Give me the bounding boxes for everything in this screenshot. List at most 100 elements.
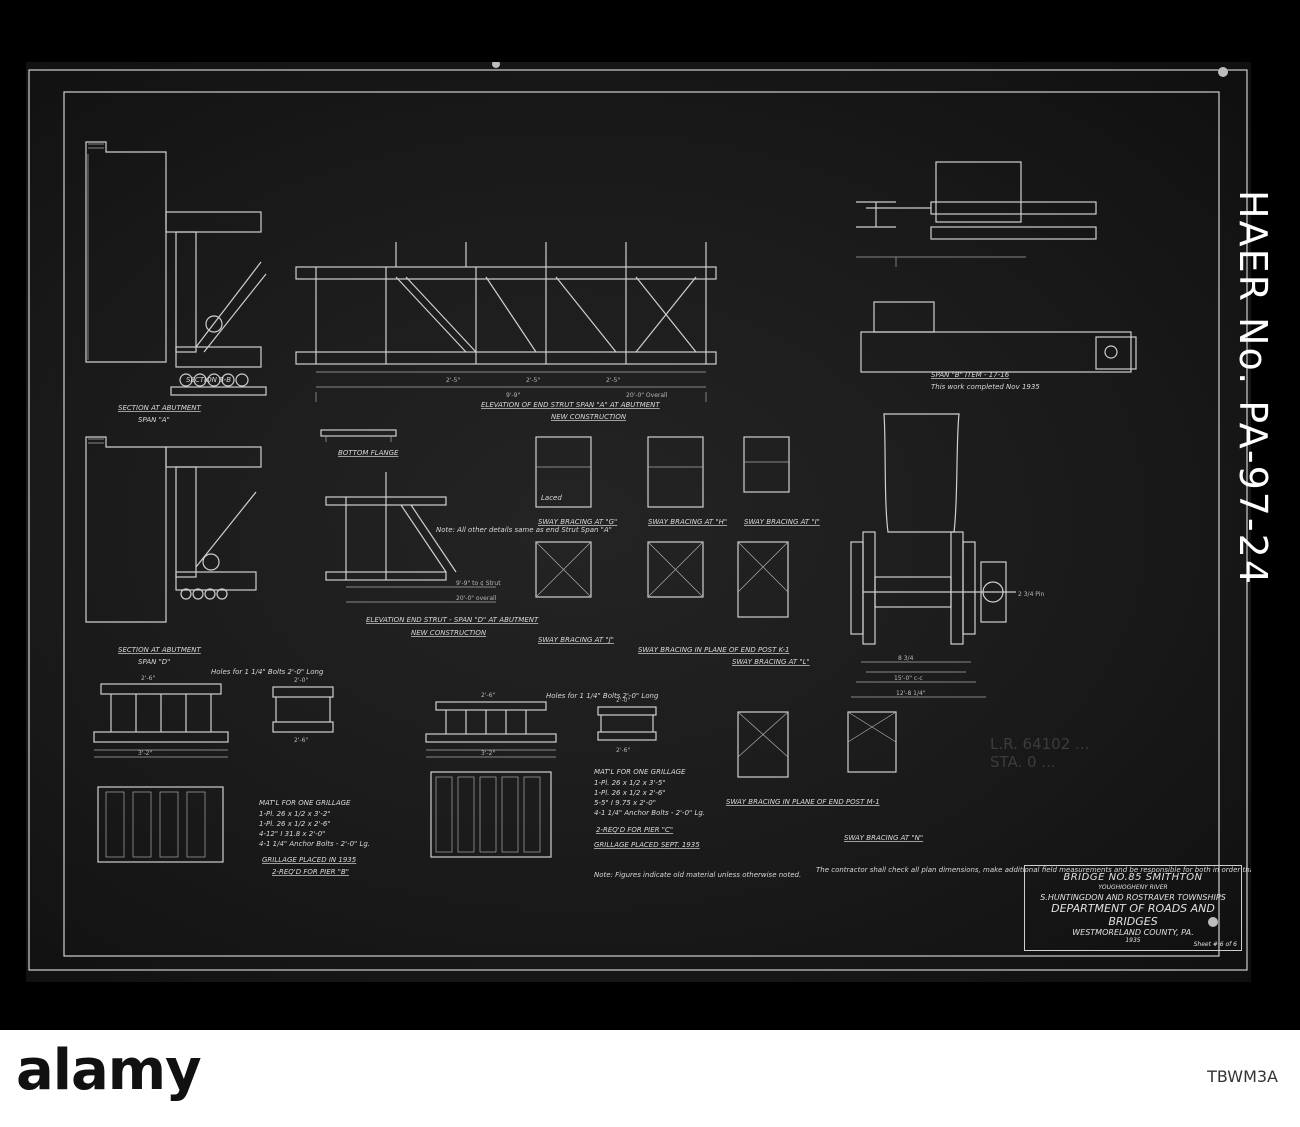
grillage-c-line-4: 4-1 1/4" Anchor Bolts - 2'-0" Lg. (594, 809, 705, 817)
grillage-b-placed: GRILLAGE PLACED IN 1935 (262, 856, 357, 864)
elevation-end-strut-span-a: 2'-5" 2'-5" 2'-5" 9'-9" 20'-0" Overall E… (295, 242, 717, 421)
span-b-detail: SPAN "B" ITEM - 17-16 This work complete… (856, 161, 1137, 391)
sway-j-label: SWAY BRACING AT "J" (538, 636, 614, 644)
sway-m-label: SWAY BRACING IN PLANE OF END POST M-1 (726, 798, 880, 806)
holes-note-1: Holes for 1 1/4" Bolts 2'-0" Long (211, 668, 324, 676)
sway-l-label: SWAY BRACING AT "L" (732, 658, 810, 666)
svg-text:2'-5": 2'-5" (606, 377, 620, 384)
elevation-span-d-label: ELEVATION END STRUT - SPAN "D" AT ABUTME… (366, 616, 539, 624)
section-abutment-span-a: SECTION B-B SECTION AT ABUTMENT SPAN "A" (85, 141, 267, 424)
sway-bracing-k: SWAY BRACING IN PLANE OF END POST K-1 (638, 541, 790, 654)
section-b-b-label: SECTION B-B (186, 376, 231, 384)
sway-k-label: SWAY BRACING IN PLANE OF END POST K-1 (638, 646, 790, 654)
sway-n-label: SWAY BRACING AT "N" (844, 834, 923, 842)
sway-bracing-l: SWAY BRACING AT "L" (732, 541, 810, 666)
title-townships: S.HUNTINGDON AND ROSTRAVER TOWNSHIPS (1040, 893, 1226, 902)
grillage-b-line-3: 4-12" I 31.8 x 2'-0" (259, 830, 325, 838)
tack (1218, 67, 1228, 77)
grillage-c-line-1: 1-Pl. 26 x 1/2 x 3'-5" (594, 779, 666, 787)
svg-text:2'-6": 2'-6" (141, 675, 155, 682)
sway-bracing-n: SWAY BRACING AT "N" (844, 711, 923, 842)
blueprint-sheet: SECTION B-B SECTION AT ABUTMENT SPAN "A" (26, 62, 1251, 982)
title-river: YOUGHIOGHENY RIVER (1098, 884, 1168, 891)
haer-number: HAER No. PA-97-24 (1231, 190, 1275, 587)
svg-text:9'-9": 9'-9" (506, 392, 520, 399)
grillage-pier-c: 2'-6" 3'-2" 2'-0" 2'-6" Holes for 1 1/4"… (425, 692, 801, 879)
section-abutment-a-label: SECTION AT ABUTMENT (118, 404, 202, 412)
svg-text:9'-9" to ¢ Strut: 9'-9" to ¢ Strut (456, 580, 501, 587)
pin-connection-detail: 8 3/4 15'-0" c-c 12'-8 1/4" 2 3/4 Pin (850, 413, 1044, 698)
note-contractor: The contractor shall check all plan dime… (816, 866, 1251, 874)
svg-text:20'-0" overall: 20'-0" overall (456, 595, 497, 602)
sway-bracing-i: SWAY BRACING AT "I" (743, 436, 820, 526)
svg-text:15'-0" c-c: 15'-0" c-c (894, 675, 923, 682)
svg-text:2'-6": 2'-6" (481, 692, 495, 699)
grillage-b-reqd: 2-REQ'D FOR PIER "B" (272, 868, 349, 876)
laced-label: Laced (541, 494, 562, 502)
section-abutment-span-d: SECTION AT ABUTMENT SPAN "D" (85, 436, 262, 666)
svg-text:2'-6": 2'-6" (616, 747, 630, 754)
stock-footer: alamy TBWM3A (0, 1030, 1300, 1127)
grillage-c-matl: MAT'L FOR ONE GRILLAGE (594, 768, 686, 776)
span-d-label: SPAN "D" (138, 658, 170, 666)
grillage-b-line-4: 4-1 1/4" Anchor Bolts - 2'-0" Lg. (259, 840, 370, 848)
svg-text:3'-2": 3'-2" (138, 750, 152, 757)
image-id: TBWM3A (1197, 1067, 1278, 1086)
svg-text:12'-8 1/4": 12'-8 1/4" (896, 690, 926, 697)
span-b-item-label: SPAN "B" ITEM - 17-16 (931, 371, 1010, 379)
svg-text:2 3/4 Pin: 2 3/4 Pin (1018, 591, 1044, 598)
elevation-end-strut-span-d: 9'-9" to ¢ Strut 20'-0" overall Note: Al… (325, 472, 612, 637)
faded-stamp: L.R. 64102 ... STA. 0 ... (990, 735, 1089, 771)
svg-text:2'-0": 2'-0" (294, 677, 308, 684)
span-b-note: This work completed Nov 1935 (931, 383, 1040, 391)
elevation-span-a-label: ELEVATION OF END STRUT SPAN "A" AT ABUTM… (481, 401, 660, 409)
tack (492, 62, 500, 68)
bottom-flange-detail: BOTTOM FLANGE (320, 429, 399, 457)
svg-text:20'-0" Overall: 20'-0" Overall (626, 392, 668, 399)
svg-text:3'-2": 3'-2" (481, 750, 495, 757)
title-block: BRIDGE NO.85 SMITHTON YOUGHIOGHENY RIVER… (1024, 865, 1242, 951)
title-county: WESTMORELAND COUNTY, PA. (1072, 928, 1194, 937)
sway-g-label: SWAY BRACING AT "G" (538, 518, 617, 526)
note-other-details: Note: All other details same as end Stru… (436, 526, 612, 534)
inner-border (63, 91, 1220, 957)
alamy-logo[interactable]: alamy (16, 1038, 202, 1103)
grillage-c-placed: GRILLAGE PLACED SEPT. 1935 (594, 841, 700, 849)
image-id-value: TBWM3A (1207, 1067, 1278, 1086)
svg-text:8 3/4: 8 3/4 (898, 655, 914, 662)
grillage-pier-b: 2'-6" 3'-2" 2'-0" 2'-6" Holes for 1 1/4"… (93, 668, 370, 876)
sway-bracing-h: SWAY BRACING AT "H" (647, 436, 727, 526)
grillage-c-reqd: 2-REQ'D FOR PIER "C" (596, 826, 673, 834)
svg-text:2'-6": 2'-6" (294, 737, 308, 744)
new-construction-label-1: NEW CONSTRUCTION (551, 413, 627, 421)
bottom-flange-label: BOTTOM FLANGE (338, 449, 399, 457)
section-abutment-d-label: SECTION AT ABUTMENT (118, 646, 202, 654)
blueprint-drawing: SECTION B-B SECTION AT ABUTMENT SPAN "A" (28, 62, 1251, 971)
svg-text:2'-0": 2'-0" (616, 697, 630, 704)
sway-i-label: SWAY BRACING AT "I" (744, 518, 820, 526)
grillage-b-line-1: 1-Pl. 26 x 1/2 x 3'-2" (259, 810, 331, 818)
grillage-c-line-2: 1-Pl. 26 x 1/2 x 2'-6" (594, 789, 666, 797)
sway-h-label: SWAY BRACING AT "H" (648, 518, 727, 526)
grillage-b-matl: MAT'L FOR ONE GRILLAGE (259, 799, 351, 807)
svg-text:2'-5": 2'-5" (526, 377, 540, 384)
haer-label-strip: HAER No. PA-97-24 (1231, 190, 1300, 750)
grillage-c-line-3: 5-5" I 9.75 x 2'-0" (594, 799, 656, 807)
sway-bracing-g: Laced SWAY BRACING AT "G" (535, 436, 617, 526)
stamp-line-2: STA. 0 ... (990, 753, 1056, 771)
span-a-label: SPAN "A" (138, 416, 170, 424)
svg-text:2'-5": 2'-5" (446, 377, 460, 384)
holes-note-2: Holes for 1 1/4" Bolts 2'-0" Long (546, 692, 659, 700)
sway-bracing-m: SWAY BRACING IN PLANE OF END POST M-1 (726, 711, 880, 806)
title-department: DEPARTMENT OF ROADS AND BRIDGES (1051, 902, 1215, 928)
outer-border (28, 69, 1248, 971)
grillage-b-line-2: 1-Pl. 26 x 1/2 x 2'-6" (259, 820, 331, 828)
sway-bracing-j: SWAY BRACING AT "J" (535, 541, 614, 644)
new-construction-label-2: NEW CONSTRUCTION (411, 629, 487, 637)
stamp-line-1: L.R. 64102 ... (990, 735, 1090, 753)
title-sheet: Sheet # 6 of 6 (1193, 941, 1237, 948)
title-bridge: BRIDGE NO.85 SMITHTON (1063, 872, 1203, 883)
tack (1208, 917, 1218, 927)
note-figures: Note: Figures indicate old material unle… (594, 871, 801, 879)
photograph: SECTION B-B SECTION AT ABUTMENT SPAN "A" (0, 0, 1300, 1030)
